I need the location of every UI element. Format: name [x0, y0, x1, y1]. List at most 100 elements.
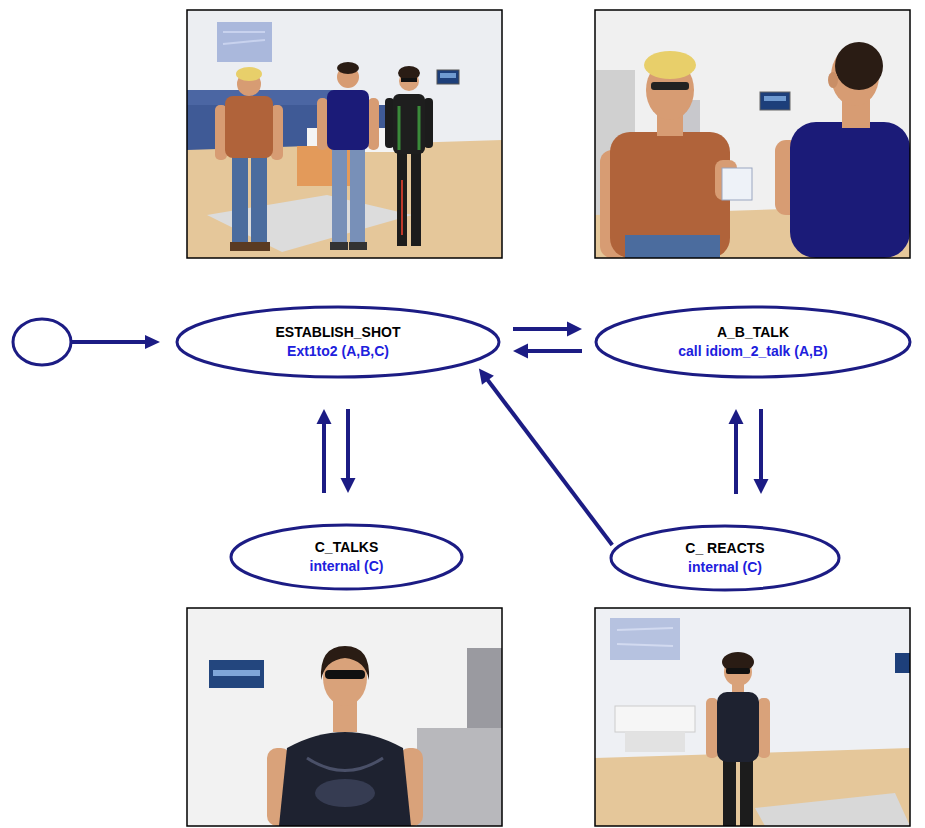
shot-a-b-talk — [595, 10, 910, 258]
shot-c-talks-part-part — [279, 732, 411, 826]
start-state-part — [72, 340, 146, 344]
state-name: ESTABLISH_SHOT — [276, 323, 401, 342]
shot-c-reacts-part-part — [726, 668, 750, 674]
state-outline-ellipse — [596, 307, 910, 377]
transition-line — [734, 422, 738, 494]
arrow-head — [754, 479, 769, 494]
shot-a-b-talk-part-part — [625, 235, 720, 258]
transition-arrow — [341, 409, 356, 493]
transition-arrow — [479, 368, 612, 545]
shot-establish-part-part — [411, 150, 421, 246]
shot-establish-part-part — [401, 180, 403, 235]
shot-a-b-talk-part-part — [764, 96, 786, 101]
shot-establish-part-part — [350, 148, 365, 244]
shot-a-b-talk-part-part — [644, 51, 696, 79]
shot-establish-part-part — [225, 96, 273, 158]
shot-c-talks-part-part — [209, 660, 264, 688]
shot-c-reacts-part-part — [723, 758, 736, 826]
shot-a-b-talk-part-part — [722, 168, 752, 200]
transition-arrow — [729, 409, 744, 494]
start-state-part — [13, 319, 71, 365]
shot-c-talks-part-part — [467, 648, 502, 728]
transition-line — [322, 422, 326, 493]
shot-establish-part-part — [385, 98, 394, 148]
transition-arrow — [317, 409, 332, 493]
start-state — [13, 319, 160, 365]
state-action: call idiom_2_talk (A,B) — [678, 342, 827, 361]
transition-line — [487, 379, 613, 545]
shot-a-b-talk-part — [595, 10, 910, 258]
shot-c-talks-part-part — [417, 728, 502, 826]
shot-establish-part-part — [337, 62, 359, 74]
state-action: internal (C) — [688, 558, 762, 577]
state-name: C_ REACTS — [685, 539, 764, 558]
shot-c-talks-part — [187, 608, 502, 826]
shot-establish-part-part — [250, 242, 270, 251]
shot-c-reacts-part-part — [615, 706, 695, 732]
shot-establish-part-part — [368, 98, 379, 150]
shot-establish-part-part — [223, 31, 265, 33]
shot-establish-part-part — [330, 242, 348, 250]
shot-establish-part-part — [232, 155, 248, 245]
shot-c-reacts-part-part — [717, 692, 759, 762]
shot-c-talks-part-part — [307, 758, 383, 771]
shot-establish-part-part — [418, 106, 421, 150]
shot-establish-part-part — [217, 22, 272, 62]
shot-c-reacts-part-part — [617, 628, 673, 630]
shot-establish — [187, 10, 502, 258]
shot-establish-part-part — [187, 10, 502, 160]
state-outline — [594, 305, 912, 379]
shot-establish-part-part — [327, 90, 369, 150]
shot-a-b-talk-part-part — [790, 122, 910, 258]
arrow-head — [567, 322, 582, 337]
transition-arrow — [513, 344, 582, 359]
shot-c-talks-part-part — [325, 670, 365, 679]
state-name: C_TALKS — [315, 538, 379, 557]
shot-c-reacts-part — [595, 608, 910, 826]
arrow-head — [479, 368, 494, 384]
shot-a-b-talk-part — [595, 10, 910, 258]
state-name: A_B_TALK — [717, 323, 789, 342]
shot-c-talks-part-part — [213, 670, 260, 676]
shot-a-b-talk-part-part — [835, 42, 883, 90]
state-outline-ellipse — [177, 307, 499, 377]
transition-line — [526, 349, 582, 353]
shot-c-reacts-part — [595, 608, 910, 826]
shot-establish-part-part — [397, 150, 407, 246]
start-state-part — [145, 335, 160, 349]
shot-c-reacts-part-part — [755, 793, 910, 826]
shot-c-reacts-part-part — [595, 608, 910, 826]
shot-establish-part-part — [332, 148, 347, 244]
arrow-head — [317, 409, 332, 424]
state-outline-ellipse — [611, 526, 839, 590]
shot-establish-part-part — [398, 106, 401, 150]
state-ellipse: A_B_TALKcall idiom_2_talk (A,B) — [594, 305, 912, 379]
arrow-head — [513, 344, 528, 359]
transition-line — [759, 409, 763, 481]
shot-c-reacts-part-part — [895, 653, 910, 673]
arrow-head — [729, 409, 744, 424]
shot-c-reacts-part-part — [706, 698, 718, 758]
transition-line — [346, 409, 350, 480]
shot-establish-part-part — [401, 78, 417, 82]
shot-a-b-talk-part-part — [610, 132, 730, 258]
shot-a-b-talk-part-part — [760, 92, 790, 110]
shot-c-talks — [187, 608, 502, 826]
state-ellipse: ESTABLISH_SHOTExt1to2 (A,B,C) — [175, 305, 501, 379]
transition-arrow — [754, 409, 769, 494]
shot-establish-part-part — [223, 40, 265, 44]
state-action: Ext1to2 (A,B,C) — [287, 342, 389, 361]
shot-c-reacts-part-part — [740, 758, 753, 826]
shot-establish-part-part — [393, 94, 425, 154]
shot-establish-part-part — [424, 98, 433, 148]
shot-establish-part-part — [398, 66, 420, 80]
shot-establish-part-part — [437, 70, 459, 84]
state-ellipse: C_TALKSinternal (C) — [229, 523, 464, 591]
shot-c-reacts-part-part — [610, 618, 680, 660]
state-action: internal (C) — [310, 557, 384, 576]
shot-c-reacts-part-part — [617, 644, 673, 646]
shot-a-b-talk-part-part — [828, 72, 838, 88]
shot-a-b-talk-part-part — [651, 82, 689, 90]
